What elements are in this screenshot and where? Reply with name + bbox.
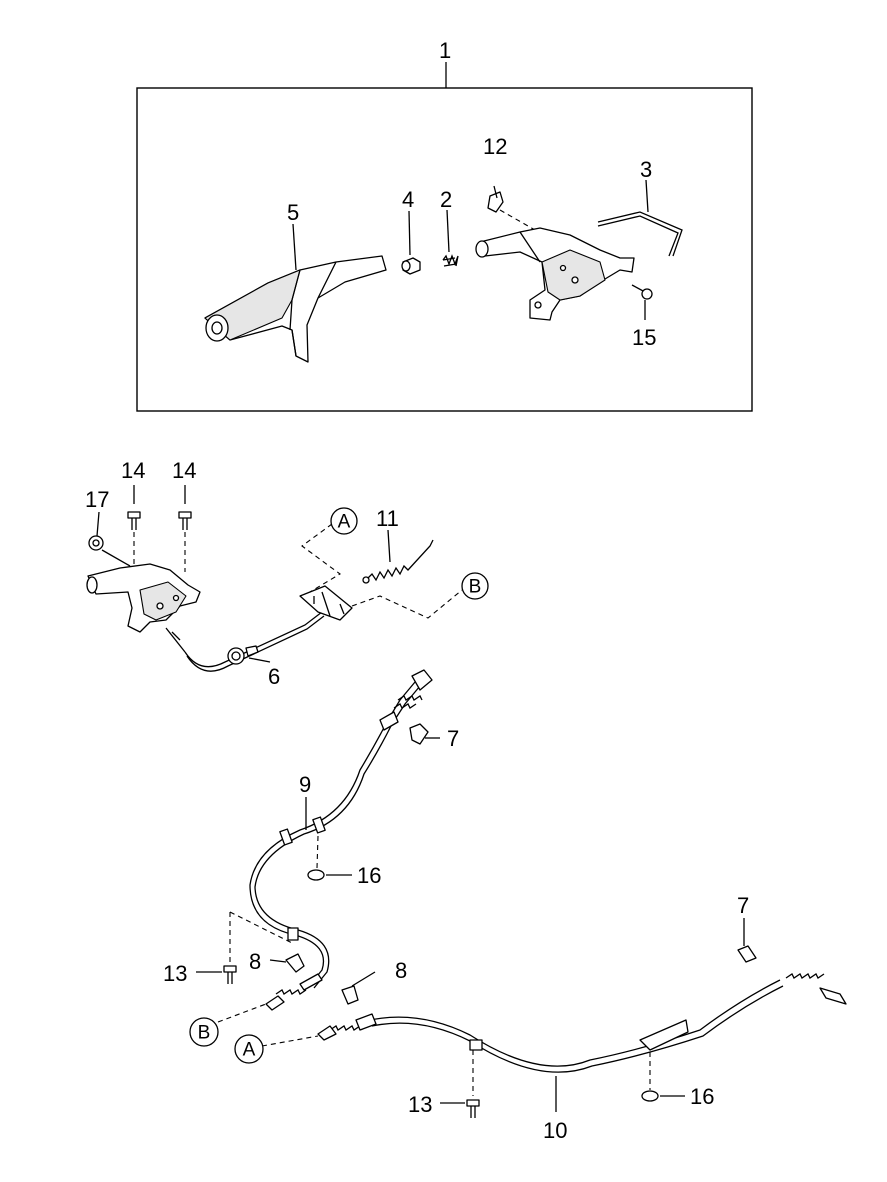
callout-8-left: 8	[249, 949, 261, 974]
callout-4: 4	[402, 187, 414, 212]
callout-5: 5	[287, 200, 299, 225]
callout-7-upper: 7	[447, 726, 459, 751]
callout-6: 6	[268, 664, 280, 689]
front-cable-part	[165, 611, 325, 672]
svg-text:A: A	[338, 512, 351, 533]
callout-14-right: 14	[172, 458, 196, 483]
release-rod-part	[597, 211, 683, 257]
callout-11: 11	[376, 506, 399, 531]
callout-1: 1	[439, 38, 451, 63]
callout-3: 3	[640, 157, 652, 182]
lever-grip-part	[204, 255, 387, 363]
nut-part-17	[88, 535, 104, 551]
clip-part-12	[487, 185, 504, 213]
callout-8-right: 8	[395, 958, 407, 983]
spring-part	[442, 254, 459, 267]
bolt-part-14-left	[127, 511, 141, 530]
grommet-part-16-upper	[307, 869, 325, 881]
callout-2: 2	[440, 187, 452, 212]
callout-9: 9	[299, 772, 311, 797]
pin-part	[401, 257, 421, 275]
callout-15: 15	[632, 325, 656, 350]
equalizer-bracket-part	[299, 585, 353, 621]
assembly-box	[136, 62, 753, 412]
rear-cable-left-part-9	[249, 669, 433, 1011]
bolt-part-14-right	[178, 511, 192, 530]
callout-7-lower: 7	[737, 893, 749, 918]
ref-marker-b-bottom: B	[189, 1017, 219, 1047]
grommet-part-16-lower	[641, 1090, 659, 1102]
bolt-part-15	[631, 284, 653, 300]
return-spring-part-11	[362, 539, 434, 584]
bolt-part-13-upper	[223, 965, 237, 984]
rear-cable-right-part-10	[317, 973, 847, 1073]
callout-13-upper: 13	[163, 961, 187, 986]
callout-13-lower: 13	[408, 1092, 432, 1117]
callout-16-lower: 16	[690, 1084, 714, 1109]
ref-marker-b-top: B	[461, 572, 489, 600]
clip-part-7-upper	[409, 723, 429, 745]
callout-12: 12	[483, 134, 507, 159]
callout-10: 10	[543, 1118, 567, 1143]
lever-housing-part	[475, 227, 635, 321]
clip-part-7-lower	[737, 945, 757, 963]
ref-marker-a-top: A	[330, 507, 358, 535]
bolt-part-13-lower	[466, 1099, 480, 1118]
clip-part-8-left	[285, 953, 305, 973]
callout-16-upper: 16	[357, 863, 381, 888]
svg-text:A: A	[243, 1040, 256, 1061]
clip-part-8-right	[341, 985, 359, 1005]
callout-17: 17	[85, 487, 109, 512]
svg-text:B: B	[198, 1023, 211, 1044]
lever-assembly-part	[86, 563, 201, 633]
svg-text:B: B	[469, 577, 482, 598]
callout-14-left: 14	[121, 458, 145, 483]
ref-marker-a-bottom: A	[234, 1034, 264, 1064]
